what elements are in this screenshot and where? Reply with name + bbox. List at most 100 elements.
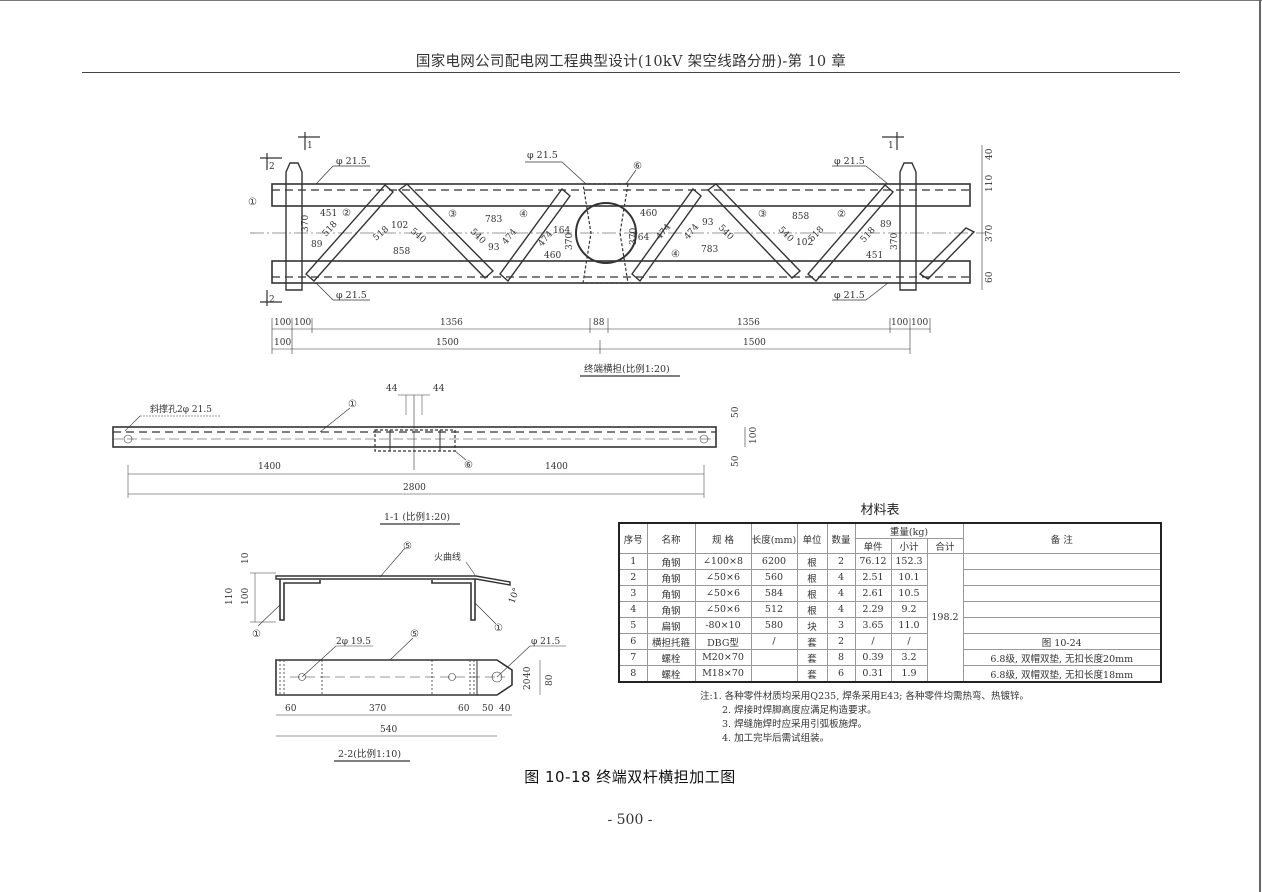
cell-length — [750, 649, 798, 666]
brace-cut-right — [918, 227, 976, 280]
diagonal-braces — [305, 183, 976, 283]
table-row: 7 螺栓 M20×70 套 8 0.39 3.2 6.8级, 双帽双垫, 无扣长… — [618, 649, 1162, 666]
cell-no: 2 — [618, 569, 648, 586]
brace-dim: 474 — [501, 227, 520, 247]
dim-row1: 100 — [274, 318, 291, 328]
materials-table-title: 材料表 — [860, 503, 900, 518]
header-spec: 规 格 — [694, 522, 752, 554]
cell-piece: 2.51 — [854, 569, 892, 586]
cell-subtotal: 10.5 — [890, 585, 928, 602]
header-unit: 单位 — [796, 522, 828, 554]
bottom-dim: 60 — [458, 704, 470, 714]
flat-plate — [275, 659, 513, 696]
cell-unit: 套 — [796, 649, 828, 666]
left-end-plate — [285, 162, 303, 291]
right-angle — [431, 579, 476, 621]
cell-unit: 套 — [796, 665, 828, 683]
cell-piece: 2.29 — [854, 601, 892, 618]
cell-remark — [962, 569, 1162, 586]
part-callout-1: ① — [494, 623, 503, 634]
dim-row1: 100 — [294, 318, 311, 328]
brace-dim: 460 — [640, 209, 657, 219]
part-callout-2: ② — [342, 208, 351, 219]
brace-dim: 540 — [408, 227, 428, 246]
cell-piece: 3.65 — [854, 617, 892, 634]
cell-remark — [962, 553, 1162, 570]
brace-dim: 540 — [468, 227, 487, 246]
cell-spec: ∠50×6 — [694, 569, 752, 586]
cell-qty: 4 — [826, 569, 856, 586]
dim-row1: 88 — [593, 318, 605, 328]
section-mark-2-top: 2 — [269, 162, 275, 172]
brace-4-right — [631, 187, 702, 283]
cell-unit: 块 — [796, 617, 828, 634]
cell-subtotal: 1.9 — [890, 665, 928, 683]
hole-label-right: φ 21.5 — [531, 637, 560, 647]
header-piece: 单件 — [854, 538, 892, 554]
part-callout-4: ④ — [519, 209, 528, 220]
section-2-2-elevation: ⑤ 火曲线 ① ① 10 110 100 10° — [225, 541, 522, 640]
clamp-outline — [582, 183, 629, 284]
cell-remark: 6.8级, 双帽双垫, 无扣长度20mm — [962, 649, 1162, 666]
bolt-hole — [491, 671, 503, 683]
cell-unit: 套 — [796, 633, 828, 650]
section-1-1: 斜撑孔2φ 21.5 44 44 ① ⑥ 50 100 50 1400 1400… — [112, 384, 759, 525]
cell-remark — [962, 585, 1162, 602]
page-header: 国家电网公司配电网工程典型设计(10kV 架空线路分册)-第 10 章 — [415, 54, 847, 70]
brace-dim: 164 — [632, 233, 649, 243]
part-callout-1: ① — [248, 197, 257, 208]
brace-dim: 370 — [890, 233, 900, 250]
table-row: 1 角钢 ∠100×8 6200 根 2 76.12 152.3 198.2 — [618, 553, 1162, 683]
bottom-dim: 40 — [499, 704, 511, 714]
table-row: 8 螺栓 M18×70 套 6 0.31 1.9 6.8级, 双帽双垫, 无扣长… — [618, 665, 1162, 683]
cell-piece: 76.12 — [854, 553, 892, 570]
brace-hole-label: 斜撑孔2φ 21.5 — [150, 403, 212, 415]
hole-label: φ 21.5 — [527, 150, 558, 161]
top-dim: 44 — [386, 384, 398, 394]
cell-spec: M18×70 — [694, 665, 752, 683]
brace-dim: 102 — [391, 221, 408, 231]
cell-length: 580 — [750, 617, 798, 634]
brace-dim: 89 — [880, 220, 892, 230]
materials-table: 序号 名称 规 格 长度(mm) 单位 数量 重量(kg) 备 注 单件 小计 … — [618, 522, 1162, 683]
part-callout-6: ⑥ — [633, 161, 642, 172]
cell-subtotal: 152.3 — [890, 553, 928, 570]
header-no: 序号 — [618, 522, 648, 554]
bottom-dim: 60 — [285, 704, 297, 714]
right-dim: 80 — [545, 674, 555, 686]
header-name: 名称 — [646, 522, 696, 554]
cell-total: 198.2 — [926, 553, 964, 683]
brace-dim: 858 — [792, 212, 809, 222]
brace-dim: 451 — [320, 209, 337, 219]
section-mark-2-bottom: 2 — [269, 295, 275, 305]
cell-qty: 3 — [826, 617, 856, 634]
table-subheader-row: 单件 小计 合计 — [619, 538, 1161, 554]
right-dim: 370 — [985, 225, 995, 242]
dim-row2: 1500 — [743, 338, 766, 348]
cell-subtotal: 10.1 — [890, 569, 928, 586]
cell-subtotal: 11.0 — [890, 617, 928, 634]
note-line: 2. 焊接时焊脚高度应满足构造要求。 — [722, 705, 877, 716]
plan-view: 1 2 2 1 φ 21.5 φ 21.5 φ 21.5 φ 21.5 φ 21… — [248, 132, 995, 377]
header-subtotal: 小计 — [890, 538, 928, 554]
brace-4-left — [499, 187, 571, 283]
cell-no: 4 — [618, 601, 648, 618]
header-weight: 重量(kg) — [854, 522, 964, 539]
part-callout-1: ① — [252, 629, 261, 640]
right-dim: 50 — [731, 406, 741, 418]
table-header-row: 序号 名称 规 格 长度(mm) 单位 数量 重量(kg) 备 注 — [618, 522, 1162, 554]
cell-qty: 4 — [826, 601, 856, 618]
table-row: 3 角钢 ∠50×6 584 根 4 2.61 10.5 — [618, 585, 1162, 602]
header-rule — [82, 72, 1180, 73]
part-callout-3: ③ — [448, 209, 457, 220]
cell-spec: ∠50×6 — [694, 585, 752, 602]
hole-label: φ 21.5 — [834, 290, 865, 301]
dim-lines — [271, 318, 931, 354]
header-qty: 数量 — [826, 522, 856, 554]
table-row: 4 角钢 ∠50×6 512 根 4 2.29 9.2 — [618, 601, 1162, 618]
hole-label: φ 21.5 — [834, 156, 865, 167]
cell-subtotal: 9.2 — [890, 601, 928, 618]
cell-subtotal: / — [890, 633, 928, 650]
hole-label: φ 21.5 — [336, 156, 367, 167]
right-dim: 110 — [985, 175, 995, 192]
